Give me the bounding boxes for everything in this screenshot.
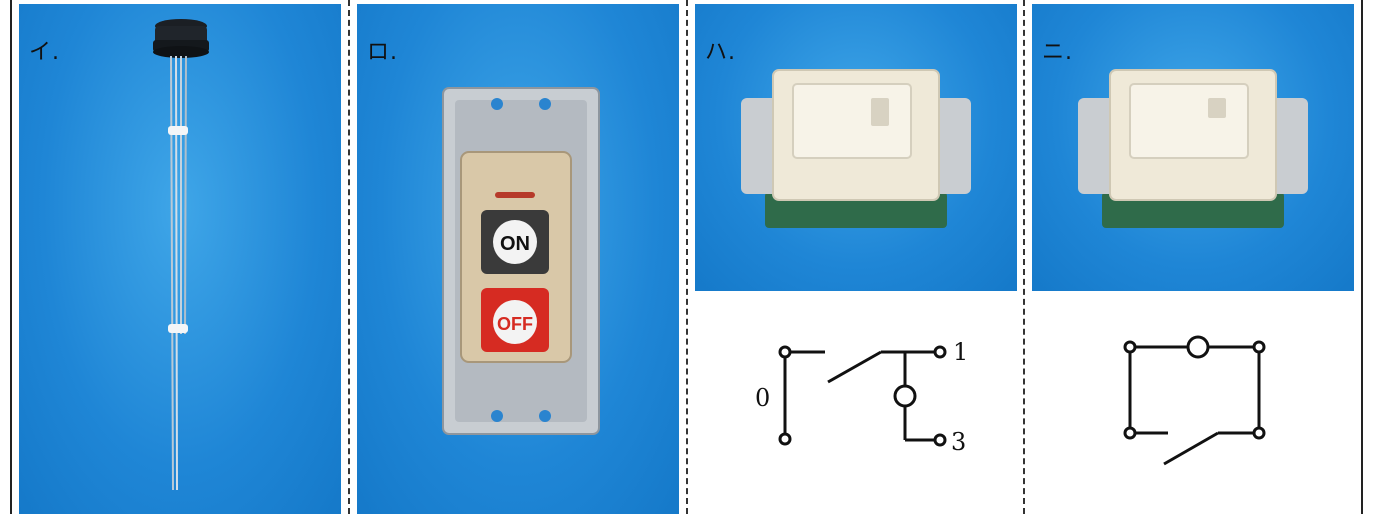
terminal-0-label: 0 [755,384,770,412]
off-button-text: OFF [497,314,533,334]
switch-ni-image [1078,69,1308,228]
pendant-switch-image [153,19,209,491]
panel-label-i: イ. [29,40,60,65]
on-button-text: ON [500,233,530,255]
panel-label-ni: ニ. [1042,40,1073,65]
frame-left-border [10,0,12,514]
pushbutton-switch-photo: ON OFF ロ. [357,4,679,514]
switch-ni-diagram [1123,335,1266,466]
terminal-1-label: 1 [953,338,968,366]
terminal-3-label: 3 [951,428,966,456]
switch-ni-photo: ニ. [1032,4,1354,291]
pushbutton-switch-image: ON OFF [442,87,600,435]
panel-label-ha: ハ. [705,40,736,65]
switch-ha-diagram: 0 1 3 [755,338,968,456]
pendant-switch-photo: イ. [19,4,341,514]
switch-ha-image [741,69,971,228]
switch-ha-photo: ハ. [695,4,1017,291]
panel-divider [686,0,688,514]
panel-label-ro: ロ. [367,40,398,65]
panel-divider [1023,0,1025,514]
frame-right-border [1361,0,1363,514]
panel-divider [348,0,350,514]
